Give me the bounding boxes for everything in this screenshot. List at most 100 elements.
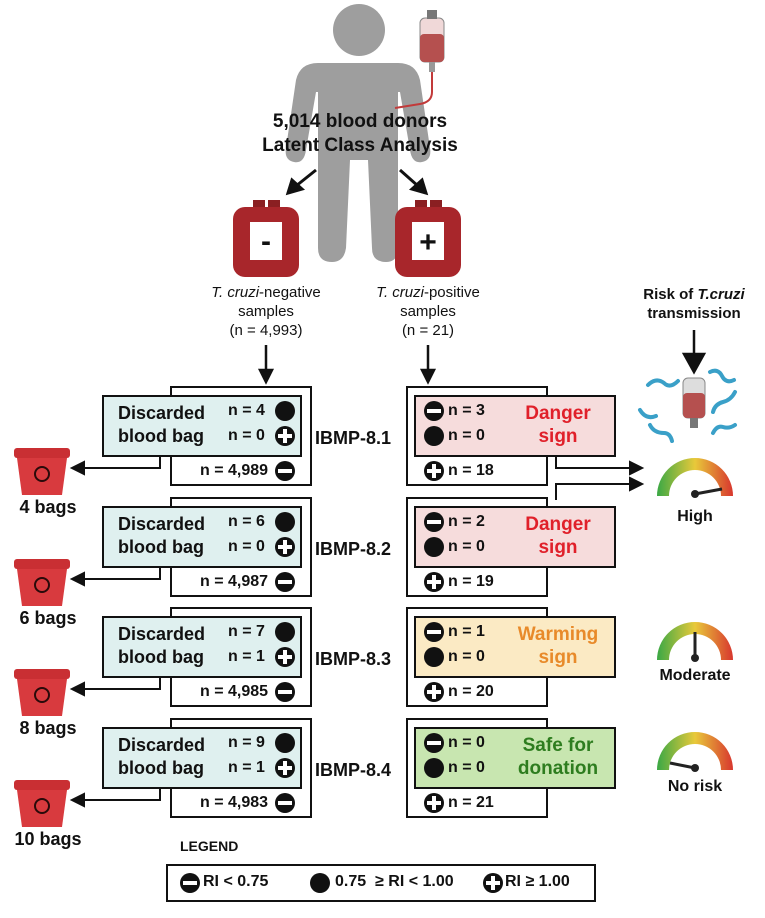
risk-prefix: Risk of bbox=[643, 286, 698, 303]
discard-label-line: Discarded bbox=[118, 403, 206, 423]
sign-line: Warming bbox=[517, 624, 599, 645]
discarded-bags-count: 10 bags bbox=[14, 829, 82, 849]
assay-name: IBMP-8.4 bbox=[315, 760, 392, 780]
gauge-icon bbox=[657, 732, 733, 772]
risk-species: T.cruzi bbox=[697, 286, 745, 303]
plus-circle-icon bbox=[424, 461, 444, 481]
discard-panel bbox=[102, 727, 302, 789]
count-plus: n = 1 bbox=[228, 648, 265, 665]
iv-bag-icon bbox=[682, 377, 706, 428]
species-name: T. cruzi bbox=[211, 284, 260, 301]
dot-icon bbox=[275, 401, 295, 421]
count-grey: n = 9 bbox=[228, 734, 265, 751]
count-minus: n = 4,987 bbox=[200, 573, 269, 590]
minus-circle-icon bbox=[275, 572, 295, 592]
assay-name: IBMP-8.1 bbox=[315, 428, 392, 448]
count-grey: n = 0 bbox=[448, 759, 485, 776]
plus-circle-icon bbox=[275, 426, 295, 446]
count-minus: n = 0 bbox=[448, 734, 485, 751]
dot-icon bbox=[424, 426, 444, 446]
discard-label-line: blood bag bbox=[118, 537, 204, 557]
sample-word: samples bbox=[400, 303, 456, 320]
discard-label-line: Discarded bbox=[118, 624, 206, 644]
minus-circle-icon bbox=[424, 401, 444, 421]
discard-panel bbox=[102, 616, 302, 678]
arrow-icon bbox=[69, 455, 161, 808]
sign-line: Danger bbox=[525, 403, 591, 424]
discard-label: Discarded blood bag bbox=[118, 734, 205, 780]
count-plus: n = 0 bbox=[228, 427, 265, 444]
donor-count: 5,014 blood donors bbox=[272, 111, 448, 132]
gauge-label: No risk bbox=[667, 778, 723, 795]
plus-circle-icon bbox=[424, 682, 444, 702]
legend-item-2: 0.75 ≥ RI < 1.00 bbox=[335, 873, 454, 890]
discard-label-line: blood bag bbox=[118, 647, 204, 667]
blood-bag-icon: + bbox=[395, 200, 461, 277]
dot-icon bbox=[275, 512, 295, 532]
sign-line: sign bbox=[538, 647, 578, 668]
legend-item-3: RI ≥ 1.00 bbox=[505, 873, 570, 890]
sign-line: Danger bbox=[525, 514, 591, 535]
discard-label: Discarded blood bag bbox=[118, 402, 205, 448]
blood-bag-icon: - bbox=[233, 200, 299, 277]
risk-header: Risk of T.cruzi transmission bbox=[624, 285, 764, 323]
svg-text:+: + bbox=[419, 226, 437, 259]
sign-line: sign bbox=[538, 537, 578, 558]
discarded-bags-count: 6 bags bbox=[19, 608, 77, 628]
discard-label: Discarded blood bag bbox=[118, 513, 205, 559]
gauge-label: Moderate bbox=[659, 667, 731, 684]
sign-panel bbox=[414, 395, 616, 457]
minus-circle-icon bbox=[275, 793, 295, 813]
count-plus: n = 21 bbox=[448, 794, 494, 811]
assay-name: IBMP-8.2 bbox=[315, 539, 392, 559]
discard-label-line: blood bag bbox=[118, 426, 204, 446]
sign-line: donation bbox=[517, 758, 599, 779]
arrow-icon bbox=[257, 330, 707, 385]
sign-label: Danger sign bbox=[500, 402, 616, 448]
dot-icon bbox=[310, 873, 330, 893]
discard-label-line: Discarded bbox=[118, 735, 206, 755]
count-minus: n = 4,989 bbox=[200, 462, 269, 479]
count-grey: n = 6 bbox=[228, 513, 265, 530]
count-grey: n = 0 bbox=[448, 538, 485, 555]
assay-name: IBMP-8.3 bbox=[315, 649, 392, 669]
sample-count: (n = 4,993) bbox=[229, 322, 303, 339]
count-grey: n = 7 bbox=[228, 623, 265, 640]
plus-circle-icon bbox=[275, 537, 295, 557]
sample-type: -negative bbox=[259, 284, 321, 301]
count-plus: n = 18 bbox=[448, 462, 494, 479]
positive-sample-label: T. cruzi-positive samples (n = 21) bbox=[358, 283, 498, 340]
legend-box: RI < 0.75 0.75 ≥ RI < 1.00 RI ≥ 1.00 bbox=[166, 864, 596, 902]
minus-circle-icon bbox=[275, 461, 295, 481]
legend-item-1: RI < 0.75 bbox=[203, 873, 269, 890]
sample-type: -positive bbox=[423, 284, 480, 301]
sign-panel bbox=[414, 506, 616, 568]
discard-panel bbox=[102, 395, 302, 457]
species-name: T. cruzi bbox=[376, 284, 424, 301]
negative-sample-label: T. cruzi-negative samples (n = 4,993) bbox=[196, 283, 336, 340]
count-minus: n = 3 bbox=[448, 402, 485, 419]
count-plus: n = 1 bbox=[228, 759, 265, 776]
sign-panel bbox=[414, 727, 616, 789]
biohazard-container-icon bbox=[14, 780, 70, 827]
arrow-icon bbox=[285, 168, 429, 196]
sign-label: Safe for donation bbox=[500, 734, 616, 780]
count-minus: n = 2 bbox=[448, 513, 485, 530]
discard-label-line: Discarded bbox=[118, 514, 206, 534]
discard-panel bbox=[102, 506, 302, 568]
parasite-icon bbox=[638, 368, 737, 443]
count-grey: n = 0 bbox=[448, 427, 485, 444]
minus-circle-icon bbox=[275, 682, 295, 702]
discard-label-line: blood bag bbox=[118, 758, 204, 778]
sample-count: (n = 21) bbox=[401, 322, 455, 339]
biohazard-container-icon bbox=[14, 448, 70, 495]
plus-circle-icon bbox=[424, 793, 444, 813]
plus-circle-icon bbox=[275, 758, 295, 778]
count-minus: n = 4,985 bbox=[200, 683, 269, 700]
sample-word: samples bbox=[238, 303, 294, 320]
legend-title: LEGEND bbox=[180, 838, 239, 854]
count-grey: n = 4 bbox=[228, 402, 265, 419]
arrow-icon bbox=[555, 452, 645, 500]
sign-line: sign bbox=[538, 426, 578, 447]
